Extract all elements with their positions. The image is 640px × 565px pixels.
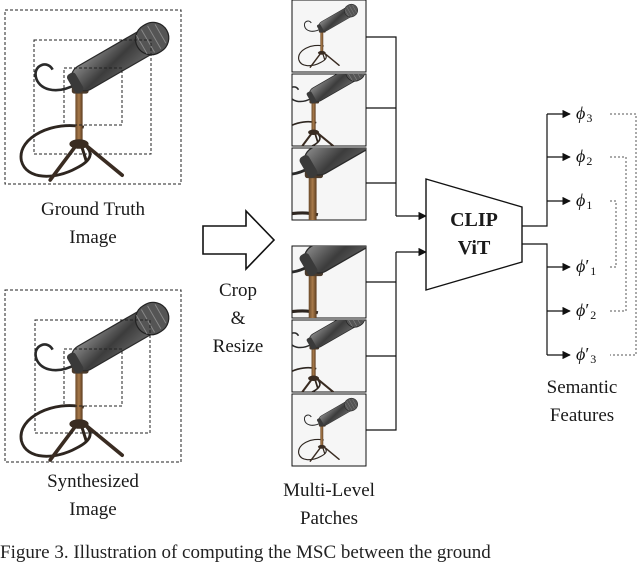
- crop-resize-label: Crop & Resize: [196, 277, 280, 361]
- synthesized-label: Synthesized Image: [5, 468, 181, 524]
- clip-vit-label-line2: ViT: [457, 237, 491, 259]
- clip-vit-label: CLIP ViT: [426, 206, 522, 262]
- clip-vit-encoder: [425, 178, 523, 291]
- synthesized-image: [4, 289, 182, 463]
- feature-phi1: ϕ1: [576, 190, 593, 212]
- feature-connectors: [522, 109, 571, 360]
- feature-phi3: ϕ3: [576, 103, 593, 125]
- patch-gt-level2: [291, 73, 367, 147]
- feature-phi3-prime: ϕ′3: [576, 344, 597, 366]
- patches-label-line2: Patches: [299, 508, 359, 529]
- semantic-features-label-line2: Features: [549, 405, 615, 426]
- patches-label-line1: Multi-Level: [283, 480, 375, 501]
- patch-syn-level1: [291, 393, 367, 467]
- crop-resize-label-line3: Resize: [212, 336, 264, 357]
- feature-pair-brackets: [610, 113, 637, 356]
- synthesized-label-line1: Synthesized: [47, 471, 139, 492]
- semantic-features-label-line1: Semantic: [546, 377, 618, 398]
- patch-syn-level2: [291, 319, 367, 393]
- patch-syn-level3: [291, 245, 367, 319]
- patches-label: Multi-Level Patches: [256, 477, 402, 533]
- ground-truth-label-line2: Image: [69, 227, 117, 248]
- ground-truth-label: Ground Truth Image: [5, 196, 181, 252]
- patch-gt-level3: [291, 147, 367, 221]
- patch-connectors: [366, 36, 427, 431]
- figure-caption: Figure 3. Illustration of computing the …: [0, 542, 491, 563]
- ground-truth-image: [4, 9, 182, 185]
- crop-resize-arrow: [202, 209, 276, 271]
- synthesized-label-line2: Image: [69, 499, 117, 520]
- feature-phi1-prime: ϕ′1: [576, 256, 597, 278]
- clip-vit-label-line1: CLIP: [450, 209, 498, 231]
- feature-phi2-prime: ϕ′2: [576, 300, 597, 322]
- semantic-features-label: Semantic Features: [530, 374, 634, 430]
- ground-truth-label-line1: Ground Truth: [41, 199, 145, 220]
- feature-phi2: ϕ2: [576, 146, 593, 168]
- crop-resize-label-line1: Crop: [219, 280, 257, 301]
- crop-resize-label-line2: &: [230, 308, 246, 329]
- patch-gt-level1: [291, 0, 367, 73]
